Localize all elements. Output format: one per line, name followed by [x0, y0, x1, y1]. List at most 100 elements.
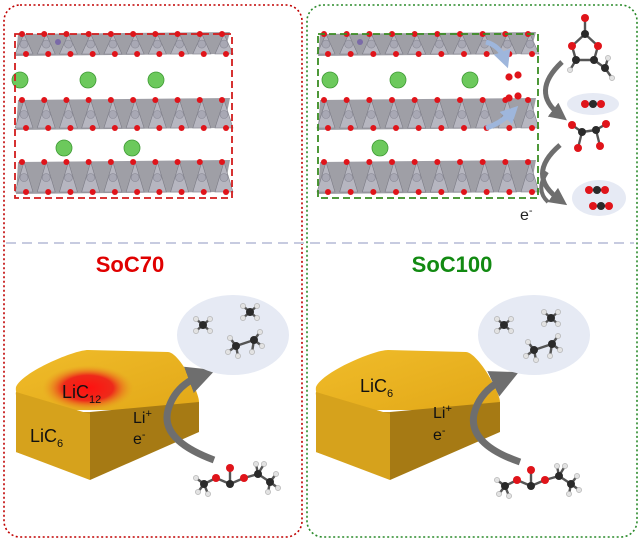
left-block-side [90, 402, 199, 480]
left-body-label: LiC6 [30, 426, 63, 450]
ethane-molecule [523, 333, 563, 363]
oxygen-atom [67, 125, 74, 131]
oxygen-atom [457, 159, 463, 165]
co2-molecule [589, 202, 613, 210]
oxygen-atom [393, 125, 399, 131]
metal-atom [41, 110, 51, 119]
oxygen-atom [393, 51, 399, 57]
metal-atom [130, 173, 140, 182]
oxygen-atom [321, 97, 327, 103]
oxygen-atom [174, 159, 181, 165]
oxygen-atom [219, 159, 225, 165]
left-panel-frame [3, 4, 303, 538]
oxygen-atom [111, 51, 118, 57]
left-ion-label: Li+ [133, 408, 152, 427]
metal-atom [457, 173, 467, 182]
lithium-ion [147, 71, 165, 89]
oxygen-atom [415, 189, 422, 195]
metal-atom [130, 39, 140, 49]
metal-atom [64, 110, 73, 119]
oxygen-atom [130, 31, 137, 37]
metal-atom [219, 39, 229, 49]
metal-atom [389, 39, 399, 49]
oxygen-release-arrow-up [485, 39, 511, 69]
metal-atom [367, 173, 376, 182]
oxygen-atom [434, 31, 441, 37]
oxygen-atom [67, 189, 74, 195]
oxygen-atom [370, 189, 377, 195]
metal-atom [86, 173, 95, 182]
metal-atom [19, 173, 29, 182]
oxygen-atom [461, 189, 467, 195]
oxygen-atom [389, 159, 395, 165]
oxygen-atom [325, 51, 331, 57]
oxygen-atom [321, 159, 327, 165]
oxygen-atom [483, 189, 490, 195]
oxygen-atom [152, 31, 159, 37]
oxygen-atom [63, 97, 70, 103]
oxygen-atom [506, 125, 513, 131]
oxygen-atom [196, 97, 203, 103]
oxygen-atom [174, 31, 181, 37]
metal-atom [503, 173, 512, 182]
oxygen-atom [85, 97, 92, 103]
metal-atom [525, 173, 535, 182]
metal-atom [367, 39, 376, 49]
oxygen-atom [107, 159, 114, 165]
metal-atom [457, 110, 467, 119]
metal-atom [175, 110, 184, 119]
metal-atom [41, 173, 51, 182]
methane-molecule [240, 303, 260, 321]
oxygen-atom [152, 159, 159, 165]
oxygen-atom [196, 159, 203, 165]
oxidation-arrow-2 [540, 143, 568, 206]
oxygen-release-arrow-down [485, 105, 519, 131]
oxidation-arrow-3 [539, 170, 550, 204]
metal-atom [108, 110, 118, 119]
cathode-surface-box-right [317, 33, 539, 199]
metal-atom [153, 110, 162, 119]
right-body-label: LiC6 [360, 376, 393, 400]
oxygen-atom [438, 189, 445, 195]
left-reduction-arrow [163, 366, 216, 464]
left-gas-bubble [177, 295, 289, 375]
oxygen-atom [479, 159, 486, 165]
oxygen-atom [370, 125, 377, 131]
metal-atom [86, 110, 95, 119]
oxygen-atom [393, 189, 399, 195]
metal-atom [321, 110, 331, 119]
oxygen-atom [134, 125, 141, 131]
right-gas-bubble [478, 295, 590, 375]
oxygen-atom [389, 97, 395, 103]
oxygen-atom [343, 159, 350, 165]
metal-atom [175, 39, 184, 49]
oxygen-atom [483, 51, 490, 57]
metal-atom [412, 173, 421, 182]
methane-molecule [541, 309, 561, 327]
oxygen-atom [366, 159, 373, 165]
oxygen-atom [219, 31, 225, 37]
cathode-surface-box-left [14, 33, 233, 199]
oxygen-atom [89, 189, 96, 195]
oxygen-atom [23, 51, 29, 57]
lithium-ion [461, 71, 479, 89]
oxygen-atom [200, 189, 207, 195]
oxygen-atom [19, 97, 25, 103]
cathode-structure-right [316, 31, 540, 195]
oxygen-atom [130, 97, 137, 103]
oxygen-atom [434, 159, 441, 165]
oxygen-atom [325, 125, 331, 131]
metal-atom [219, 173, 229, 182]
methane-molecule [193, 316, 213, 334]
oxygen-atom [63, 159, 70, 165]
lithium-ion [55, 139, 73, 157]
metal-atom [108, 173, 118, 182]
oxygen-atom [41, 31, 48, 37]
oxalate-species [568, 120, 610, 152]
oxygen-atom [152, 97, 159, 103]
oxygen-atom [41, 97, 48, 103]
metal-atom [153, 173, 162, 182]
metal-atom [480, 173, 489, 182]
oxygen-atom [434, 97, 441, 103]
